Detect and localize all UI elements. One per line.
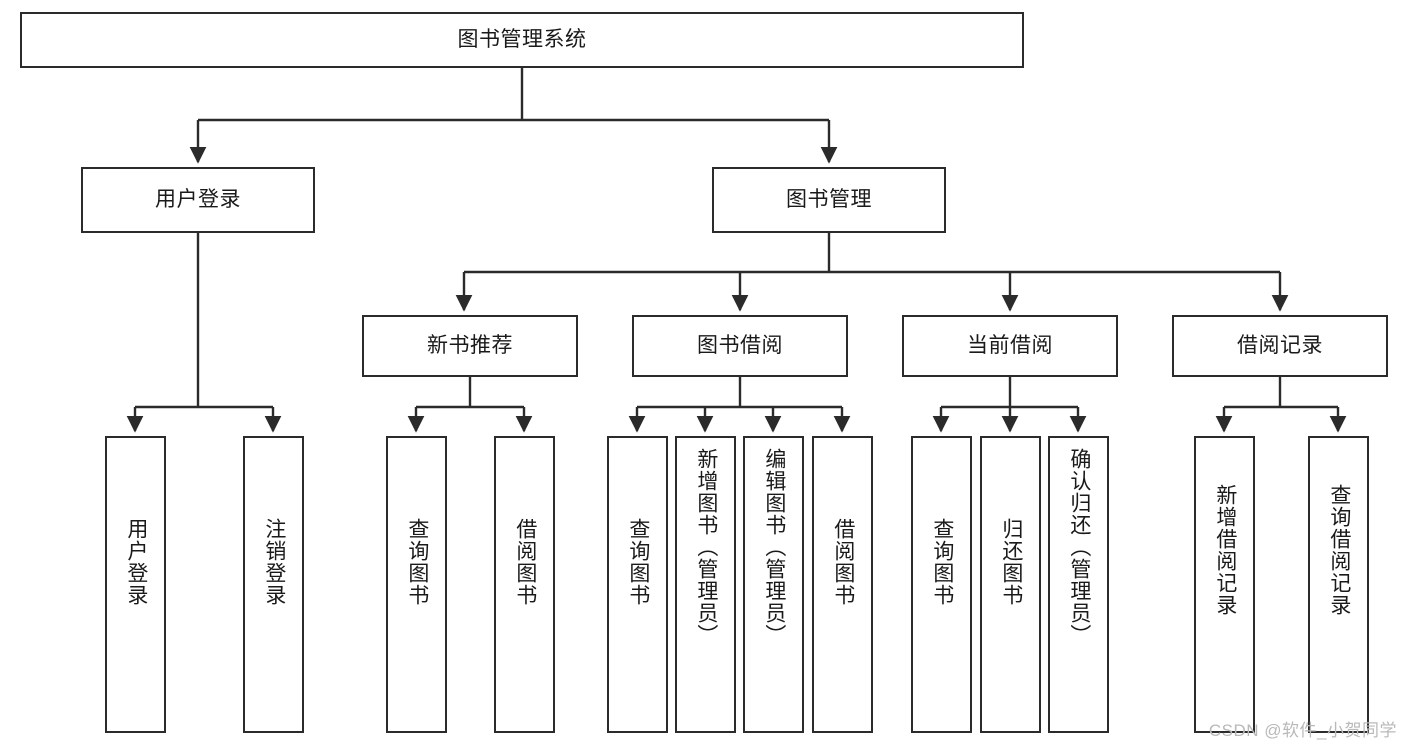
node-book-manage-label: 图书管理	[786, 188, 872, 212]
leaf-confirm-return-label: 确认归还（管理员）	[1067, 448, 1091, 646]
leaf-query-book-2-label: 查询图书	[626, 518, 650, 606]
leaf-query-book-2[interactable]: 查询图书	[607, 436, 668, 733]
node-borrow-record-label: 借阅记录	[1237, 334, 1323, 358]
leaf-user-login-label: 用户登录	[124, 518, 148, 606]
leaf-borrow-book-2[interactable]: 借阅图书	[812, 436, 873, 733]
leaf-borrow-book-1-label: 借阅图书	[513, 518, 537, 606]
leaf-confirm-return[interactable]: 确认归还（管理员）	[1048, 436, 1109, 733]
node-book-borrow-label: 图书借阅	[697, 334, 783, 358]
leaf-borrow-book-1[interactable]: 借阅图书	[494, 436, 555, 733]
leaf-logout-login-label: 注销登录	[262, 518, 286, 606]
leaf-query-book-1-label: 查询图书	[405, 518, 429, 606]
node-current-borrow-label: 当前借阅	[967, 334, 1053, 358]
node-root-label: 图书管理系统	[457, 28, 587, 52]
leaf-query-book-3-label: 查询图书	[930, 518, 954, 606]
leaf-return-book[interactable]: 归还图书	[980, 436, 1041, 733]
leaf-edit-book-label: 编辑图书（管理员）	[762, 448, 786, 646]
node-borrow-record[interactable]: 借阅记录	[1172, 315, 1388, 377]
leaf-return-book-label: 归还图书	[999, 518, 1023, 606]
leaf-query-record-label: 查询借阅记录	[1327, 484, 1351, 616]
leaf-query-book-3[interactable]: 查询图书	[911, 436, 972, 733]
leaf-edit-book[interactable]: 编辑图书（管理员）	[743, 436, 804, 733]
node-current-borrow[interactable]: 当前借阅	[902, 315, 1118, 377]
node-book-borrow[interactable]: 图书借阅	[632, 315, 848, 377]
leaf-query-record[interactable]: 查询借阅记录	[1308, 436, 1369, 733]
node-root[interactable]: 图书管理系统	[20, 12, 1024, 68]
watermark: CSDN @软件_小贺同学	[1208, 721, 1397, 740]
leaf-add-book[interactable]: 新增图书（管理员）	[675, 436, 736, 733]
leaf-add-record[interactable]: 新增借阅记录	[1194, 436, 1255, 733]
leaf-borrow-book-2-label: 借阅图书	[831, 518, 855, 606]
node-new-book-recommend-label: 新书推荐	[427, 334, 513, 358]
leaf-add-record-label: 新增借阅记录	[1213, 484, 1237, 616]
node-book-manage[interactable]: 图书管理	[712, 167, 946, 233]
leaf-query-book-1[interactable]: 查询图书	[386, 436, 447, 733]
leaf-add-book-label: 新增图书（管理员）	[694, 448, 718, 646]
leaf-logout-login[interactable]: 注销登录	[243, 436, 304, 733]
node-user-login[interactable]: 用户登录	[81, 167, 315, 233]
leaf-user-login[interactable]: 用户登录	[105, 436, 166, 733]
node-new-book-recommend[interactable]: 新书推荐	[362, 315, 578, 377]
node-user-login-label: 用户登录	[155, 188, 241, 212]
